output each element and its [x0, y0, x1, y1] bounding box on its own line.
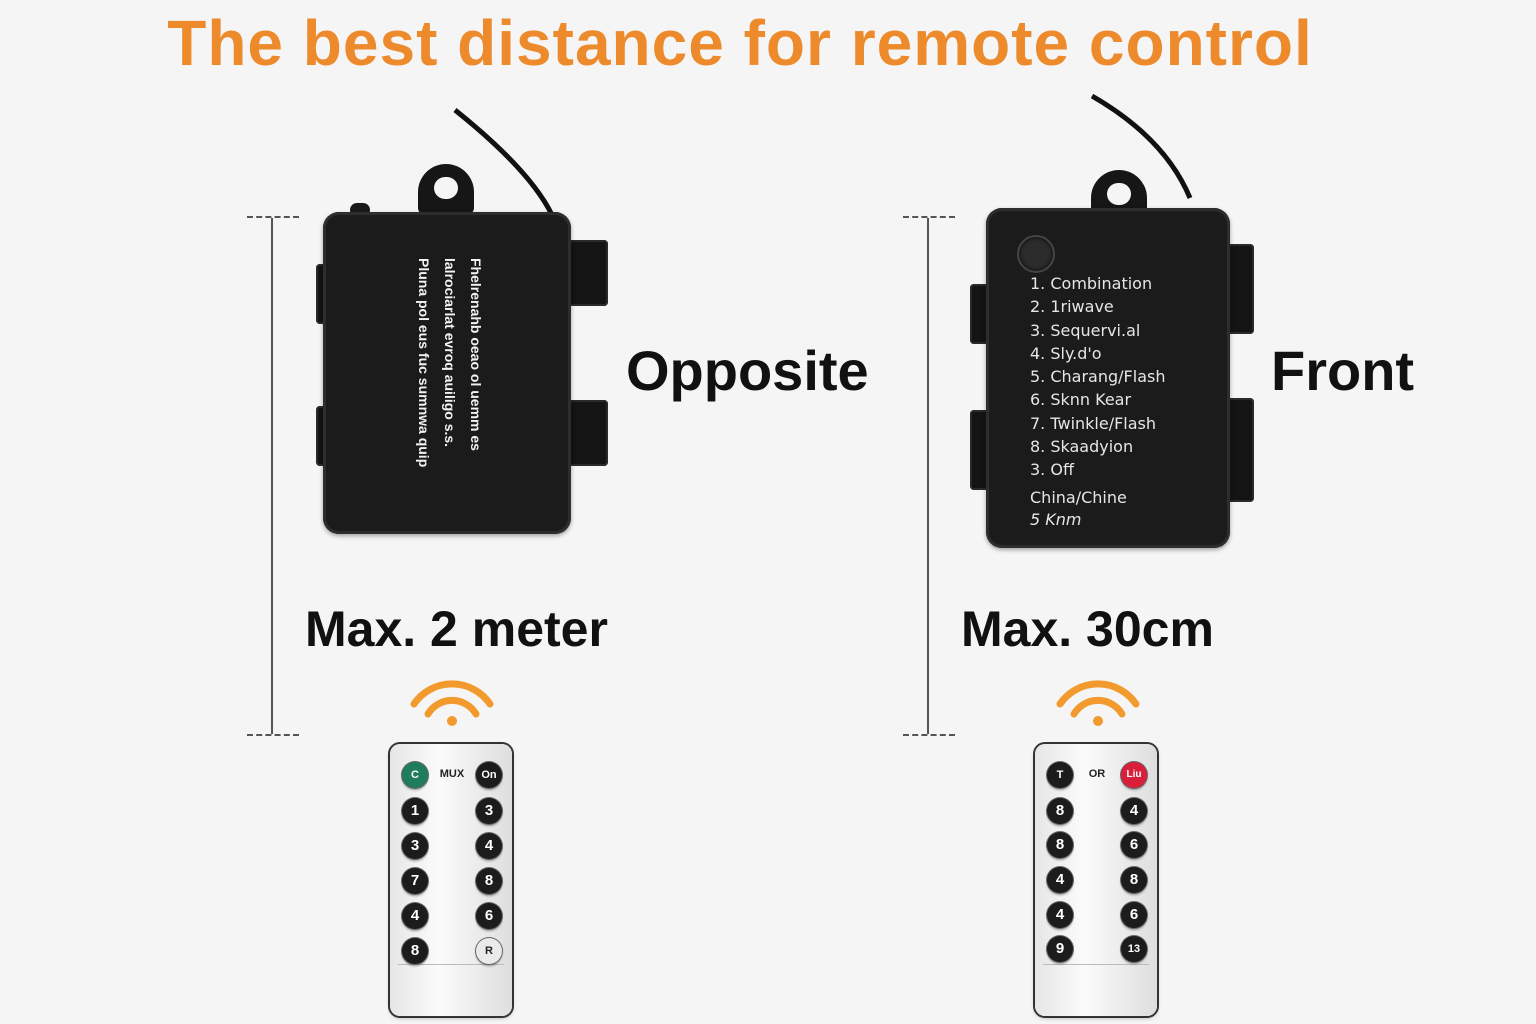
- label-line-1: Fhelrenahb oeao ol uemm es: [468, 258, 484, 451]
- remote-key[interactable]: 8: [1121, 867, 1147, 893]
- dimension-line: [927, 218, 929, 734]
- mode-item: 7. Twinkle/Flash: [1030, 413, 1157, 433]
- remote-key[interactable]: 4: [1047, 867, 1073, 893]
- remote-control-right: T OR Liu 8 4 8 6 4 8 4 6 9 13: [1035, 744, 1157, 1016]
- remote-control-left: C MUX On 1 3 3 4 7 8 4 6 8 R: [390, 744, 512, 1016]
- remote-key[interactable]: 8: [1047, 798, 1073, 824]
- remote-key[interactable]: 3: [402, 833, 428, 859]
- remote-key[interactable]: 8: [402, 938, 428, 964]
- power-cable: [1090, 93, 1193, 199]
- label-line-3: Pluna pol eus fuc sumnwa quip: [416, 258, 432, 468]
- remote-mid-label: MUX: [439, 768, 465, 780]
- dimension-tick-bottom: [247, 734, 299, 736]
- front-label: Front: [1271, 339, 1415, 402]
- remote-key[interactable]: T: [1047, 762, 1073, 788]
- power-cable: [453, 108, 555, 217]
- remote-key[interactable]: 6: [476, 903, 502, 929]
- box-footer-text: China/Chine 5 Knm: [1030, 487, 1127, 531]
- remote-key[interactable]: 4: [1121, 798, 1147, 824]
- dimension-tick-top: [247, 216, 299, 218]
- mode-item: 2. 1riwave: [1030, 297, 1114, 317]
- remote-key[interactable]: 9: [1047, 936, 1073, 962]
- remote-key[interactable]: Liu: [1121, 762, 1147, 788]
- signal-icon: [410, 680, 494, 726]
- mode-item: 8. Skaadyion: [1030, 437, 1134, 457]
- headline: The best distance for remote control: [167, 7, 1313, 79]
- mode-item: 3. Sequervi.al: [1030, 320, 1141, 340]
- remote-key[interactable]: R: [476, 938, 502, 964]
- remote-key[interactable]: On: [476, 762, 502, 788]
- power-button[interactable]: [1017, 235, 1055, 273]
- hanger-loop: [418, 164, 474, 214]
- mode-item: 3. Off: [1030, 460, 1074, 480]
- mode-item: 6. Sknn Kear: [1030, 390, 1132, 410]
- remote-key[interactable]: 3: [476, 798, 502, 824]
- remote-key[interactable]: 1: [402, 798, 428, 824]
- mode-list: 1. Combination 2. 1riwave 3. Sequervi.al…: [1030, 272, 1165, 482]
- rotated-label-text: Fhelrenahb oeao ol uemm es lalrociarlat …: [411, 258, 489, 467]
- remote-key[interactable]: 4: [476, 833, 502, 859]
- remote-key[interactable]: 7: [402, 868, 428, 894]
- remote-key[interactable]: 6: [1121, 902, 1147, 928]
- dimension-tick-top: [903, 216, 955, 218]
- remote-key[interactable]: 8: [1047, 832, 1073, 858]
- dimension-tick-bottom: [903, 734, 955, 736]
- remote-key[interactable]: 4: [1047, 902, 1073, 928]
- opposite-distance: Max. 2 meter: [305, 601, 608, 657]
- signal-icon: [1056, 680, 1140, 726]
- mode-item: 4. Sly.d'o: [1030, 343, 1102, 363]
- remote-key[interactable]: 4: [402, 903, 428, 929]
- footer-line: China/Chine: [1030, 488, 1127, 507]
- opposite-label: Opposite: [626, 339, 869, 402]
- mode-item: 1. Combination: [1030, 274, 1153, 293]
- front-distance: Max. 30cm: [961, 601, 1214, 657]
- remote-key[interactable]: 6: [1121, 832, 1147, 858]
- remote-key[interactable]: 8: [476, 868, 502, 894]
- dimension-line: [271, 218, 273, 734]
- remote-key[interactable]: C: [402, 762, 428, 788]
- remote-key[interactable]: 13: [1121, 936, 1147, 962]
- mode-item: 5. Charang/Flash: [1030, 367, 1166, 387]
- box-body: [323, 212, 571, 534]
- remote-mid-label: OR: [1088, 768, 1106, 780]
- label-line-2: lalrociarlat evroq auiligo s.s.: [442, 258, 458, 448]
- footer-line: 5 Knm: [1030, 510, 1082, 529]
